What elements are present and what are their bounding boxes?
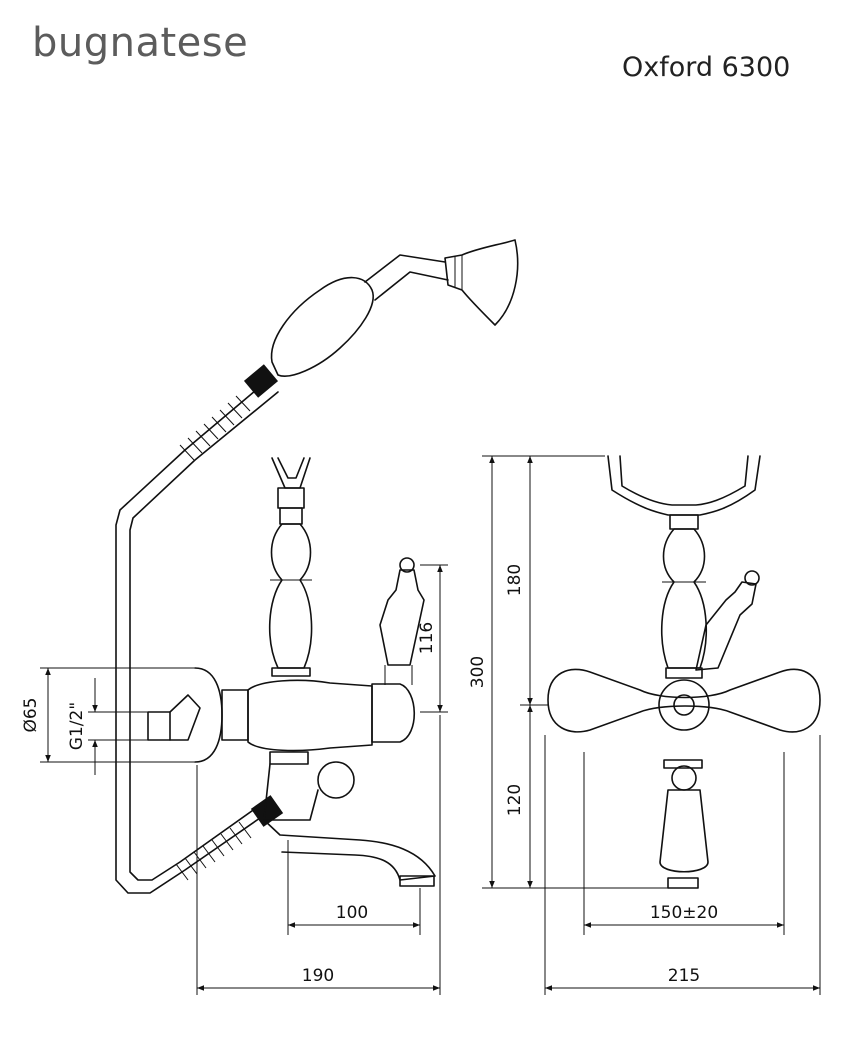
shower-hose: [115, 379, 269, 894]
side-dimensions: [40, 564, 448, 995]
dim-label-diameter-65: Ø65: [21, 697, 41, 732]
dim-label-116: 116: [417, 622, 437, 654]
front-column: [660, 528, 708, 669]
hose-nut-top: [243, 364, 279, 398]
front-spout: [659, 789, 709, 873]
dim-label-100: 100: [336, 903, 368, 923]
dim-label-300: 300: [468, 656, 488, 688]
dim-label-190: 190: [302, 966, 334, 986]
dim-label-thread-g12: G1/2": [67, 702, 87, 750]
brand-logo: bugnatese: [32, 20, 249, 66]
front-dimensions: [482, 455, 821, 995]
model-title: Oxford 6300: [622, 52, 791, 83]
hose-ribbing-upper: [179, 395, 251, 461]
dim-label-215: 215: [668, 966, 700, 986]
tap-cap: [371, 683, 416, 743]
hand-shower-handle: [270, 276, 374, 377]
side-view: [40, 239, 519, 995]
hand-shower-head: [444, 239, 519, 326]
diverter-knob: [317, 761, 355, 799]
mixer-column: [268, 523, 313, 669]
front-body: [547, 668, 821, 733]
front-cradle: [607, 455, 761, 516]
shower-cradle: [271, 457, 311, 489]
dim-label-180: 180: [505, 564, 525, 596]
mixer-body: [247, 679, 373, 752]
front-center-boss: [658, 679, 710, 731]
lever-handle: [379, 569, 425, 666]
wall-flange: [194, 667, 223, 763]
dim-label-150: 150±20: [650, 903, 718, 923]
hose-nut-bottom: [250, 795, 284, 827]
front-lever: [695, 581, 757, 671]
front-view: [482, 455, 821, 995]
dim-label-120: 120: [505, 784, 525, 816]
hose-ribbing-lower: [175, 821, 252, 881]
bath-spout: [263, 819, 436, 881]
